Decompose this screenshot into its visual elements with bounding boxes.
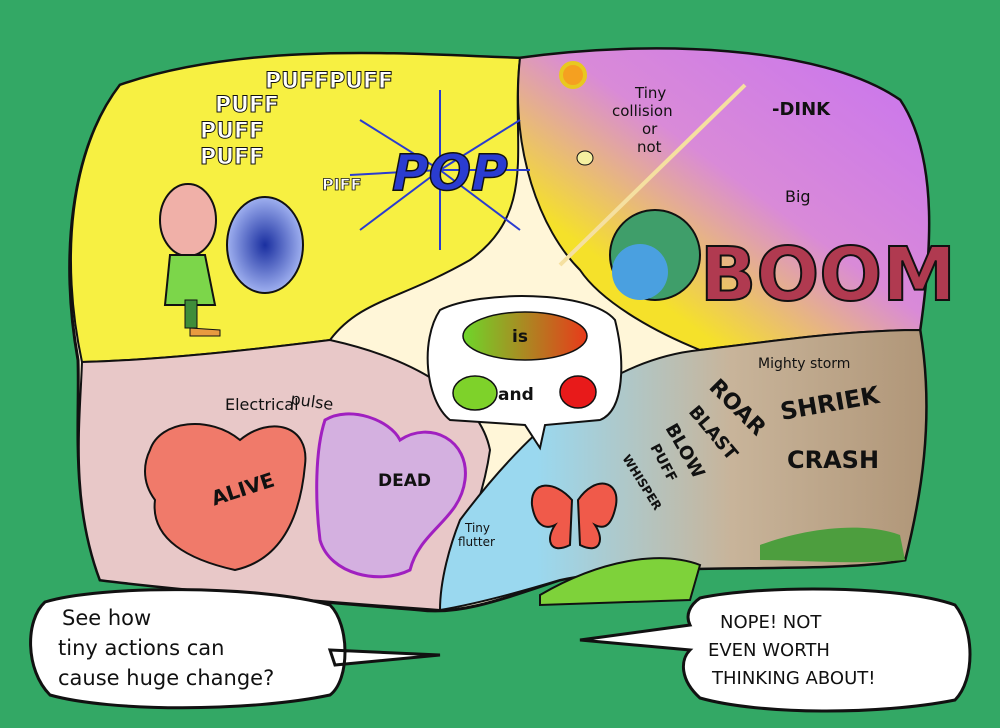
left-speech-bubble	[29, 588, 441, 710]
collision-label-line: or	[642, 120, 658, 138]
left-bubble-line: cause huge change?	[58, 666, 274, 690]
boom-text: BOOM	[700, 232, 956, 318]
left-bubble-text: See how tiny actions can cause huge chan…	[58, 606, 274, 690]
right-bubble-line: THINKING ABOUT!	[711, 668, 875, 689]
right-bubble-text: NOPE! NOT EVEN WORTH THINKING ABOUT!	[708, 612, 875, 689]
pop-text: POP	[392, 144, 508, 202]
left-bubble-line: tiny actions can	[58, 636, 224, 660]
alive-heart	[144, 423, 307, 572]
pulse-label-line1: Electrical	[225, 395, 299, 414]
collision-label-line: not	[637, 138, 662, 156]
green-hill	[539, 557, 702, 607]
mighty-storm-label: Mighty storm	[758, 356, 850, 372]
piff-text: PIFF	[322, 175, 362, 194]
dink-text: -DINK	[772, 99, 831, 120]
green-blob	[452, 375, 498, 411]
boy-figure	[159, 183, 221, 337]
and-text: and	[498, 385, 534, 405]
planet-icon	[576, 150, 594, 166]
crash-text: CRASH	[787, 446, 879, 474]
collision-label-line: Tiny	[634, 84, 666, 102]
grass	[760, 527, 905, 563]
puff-text-3: PUFF	[200, 145, 264, 170]
flutter-label-line1: Tiny	[464, 521, 490, 535]
puff-top-text: PUFFPUFF	[265, 69, 393, 94]
big-text: Big	[785, 187, 811, 206]
right-bubble-line: EVEN WORTH	[708, 640, 830, 661]
left-bubble-line: See how	[62, 606, 151, 630]
collision-label-line: collision	[612, 102, 673, 120]
puff-text-2: PUFF	[200, 119, 264, 144]
balloon	[226, 196, 304, 294]
flutter-label-line2: flutter	[458, 535, 495, 549]
right-bubble-line: NOPE! NOT	[720, 612, 822, 633]
collision-label: Tiny collision or not	[612, 84, 673, 156]
sun-icon	[559, 61, 587, 89]
puff-text-1: PUFF	[215, 93, 279, 118]
is-text: is	[512, 327, 528, 347]
dead-heart	[315, 412, 467, 579]
pop-burst	[349, 90, 530, 250]
gradient-blob	[462, 311, 588, 361]
earth-ocean	[612, 244, 668, 300]
red-blob	[559, 375, 597, 409]
butterfly	[530, 482, 618, 550]
dead-text: DEAD	[378, 471, 431, 491]
right-speech-bubble	[579, 587, 972, 713]
meteor-trail	[558, 83, 747, 267]
